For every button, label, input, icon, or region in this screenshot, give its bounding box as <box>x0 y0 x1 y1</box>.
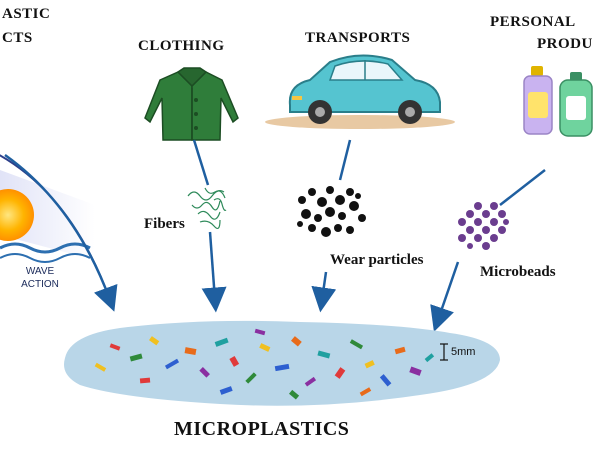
wave-action-line1: WAVE <box>20 265 60 278</box>
transports-label: TRANSPORTS <box>305 30 410 47</box>
arrow-clothing-top <box>194 140 208 185</box>
arrow-transports-top <box>340 140 350 180</box>
plastic-products-label-line1: ASTIC <box>2 6 50 23</box>
jacket-icon <box>145 68 238 140</box>
arrow-personal <box>438 262 458 320</box>
arrow-personal-top <box>500 170 545 205</box>
personal-products-label-line1: PERSONAL <box>490 14 576 31</box>
plastic-products-label-line2: CTS <box>2 30 33 47</box>
personal-products-label-line2: PRODU <box>537 36 593 53</box>
microplastics-pool <box>64 321 500 406</box>
scale-label: 5mm <box>451 346 475 359</box>
fibers-label: Fibers <box>144 216 185 233</box>
car-icon <box>265 55 455 129</box>
microplastics-title: MICROPLASTICS <box>174 418 349 441</box>
clothing-label: CLOTHING <box>138 38 225 55</box>
microbeads-label: Microbeads <box>480 264 556 281</box>
wave-action-label: WAVE ACTION <box>20 265 60 291</box>
wear-particles-label: Wear particles <box>330 252 423 269</box>
wave-action-line2: ACTION <box>20 278 60 291</box>
arrow-transports <box>322 272 326 300</box>
wear-particles-icon <box>297 186 366 237</box>
arrow-clothing <box>210 232 215 300</box>
bottles-icon <box>524 66 592 136</box>
fibers-icon <box>188 188 226 228</box>
microbeads-icon <box>458 202 509 250</box>
